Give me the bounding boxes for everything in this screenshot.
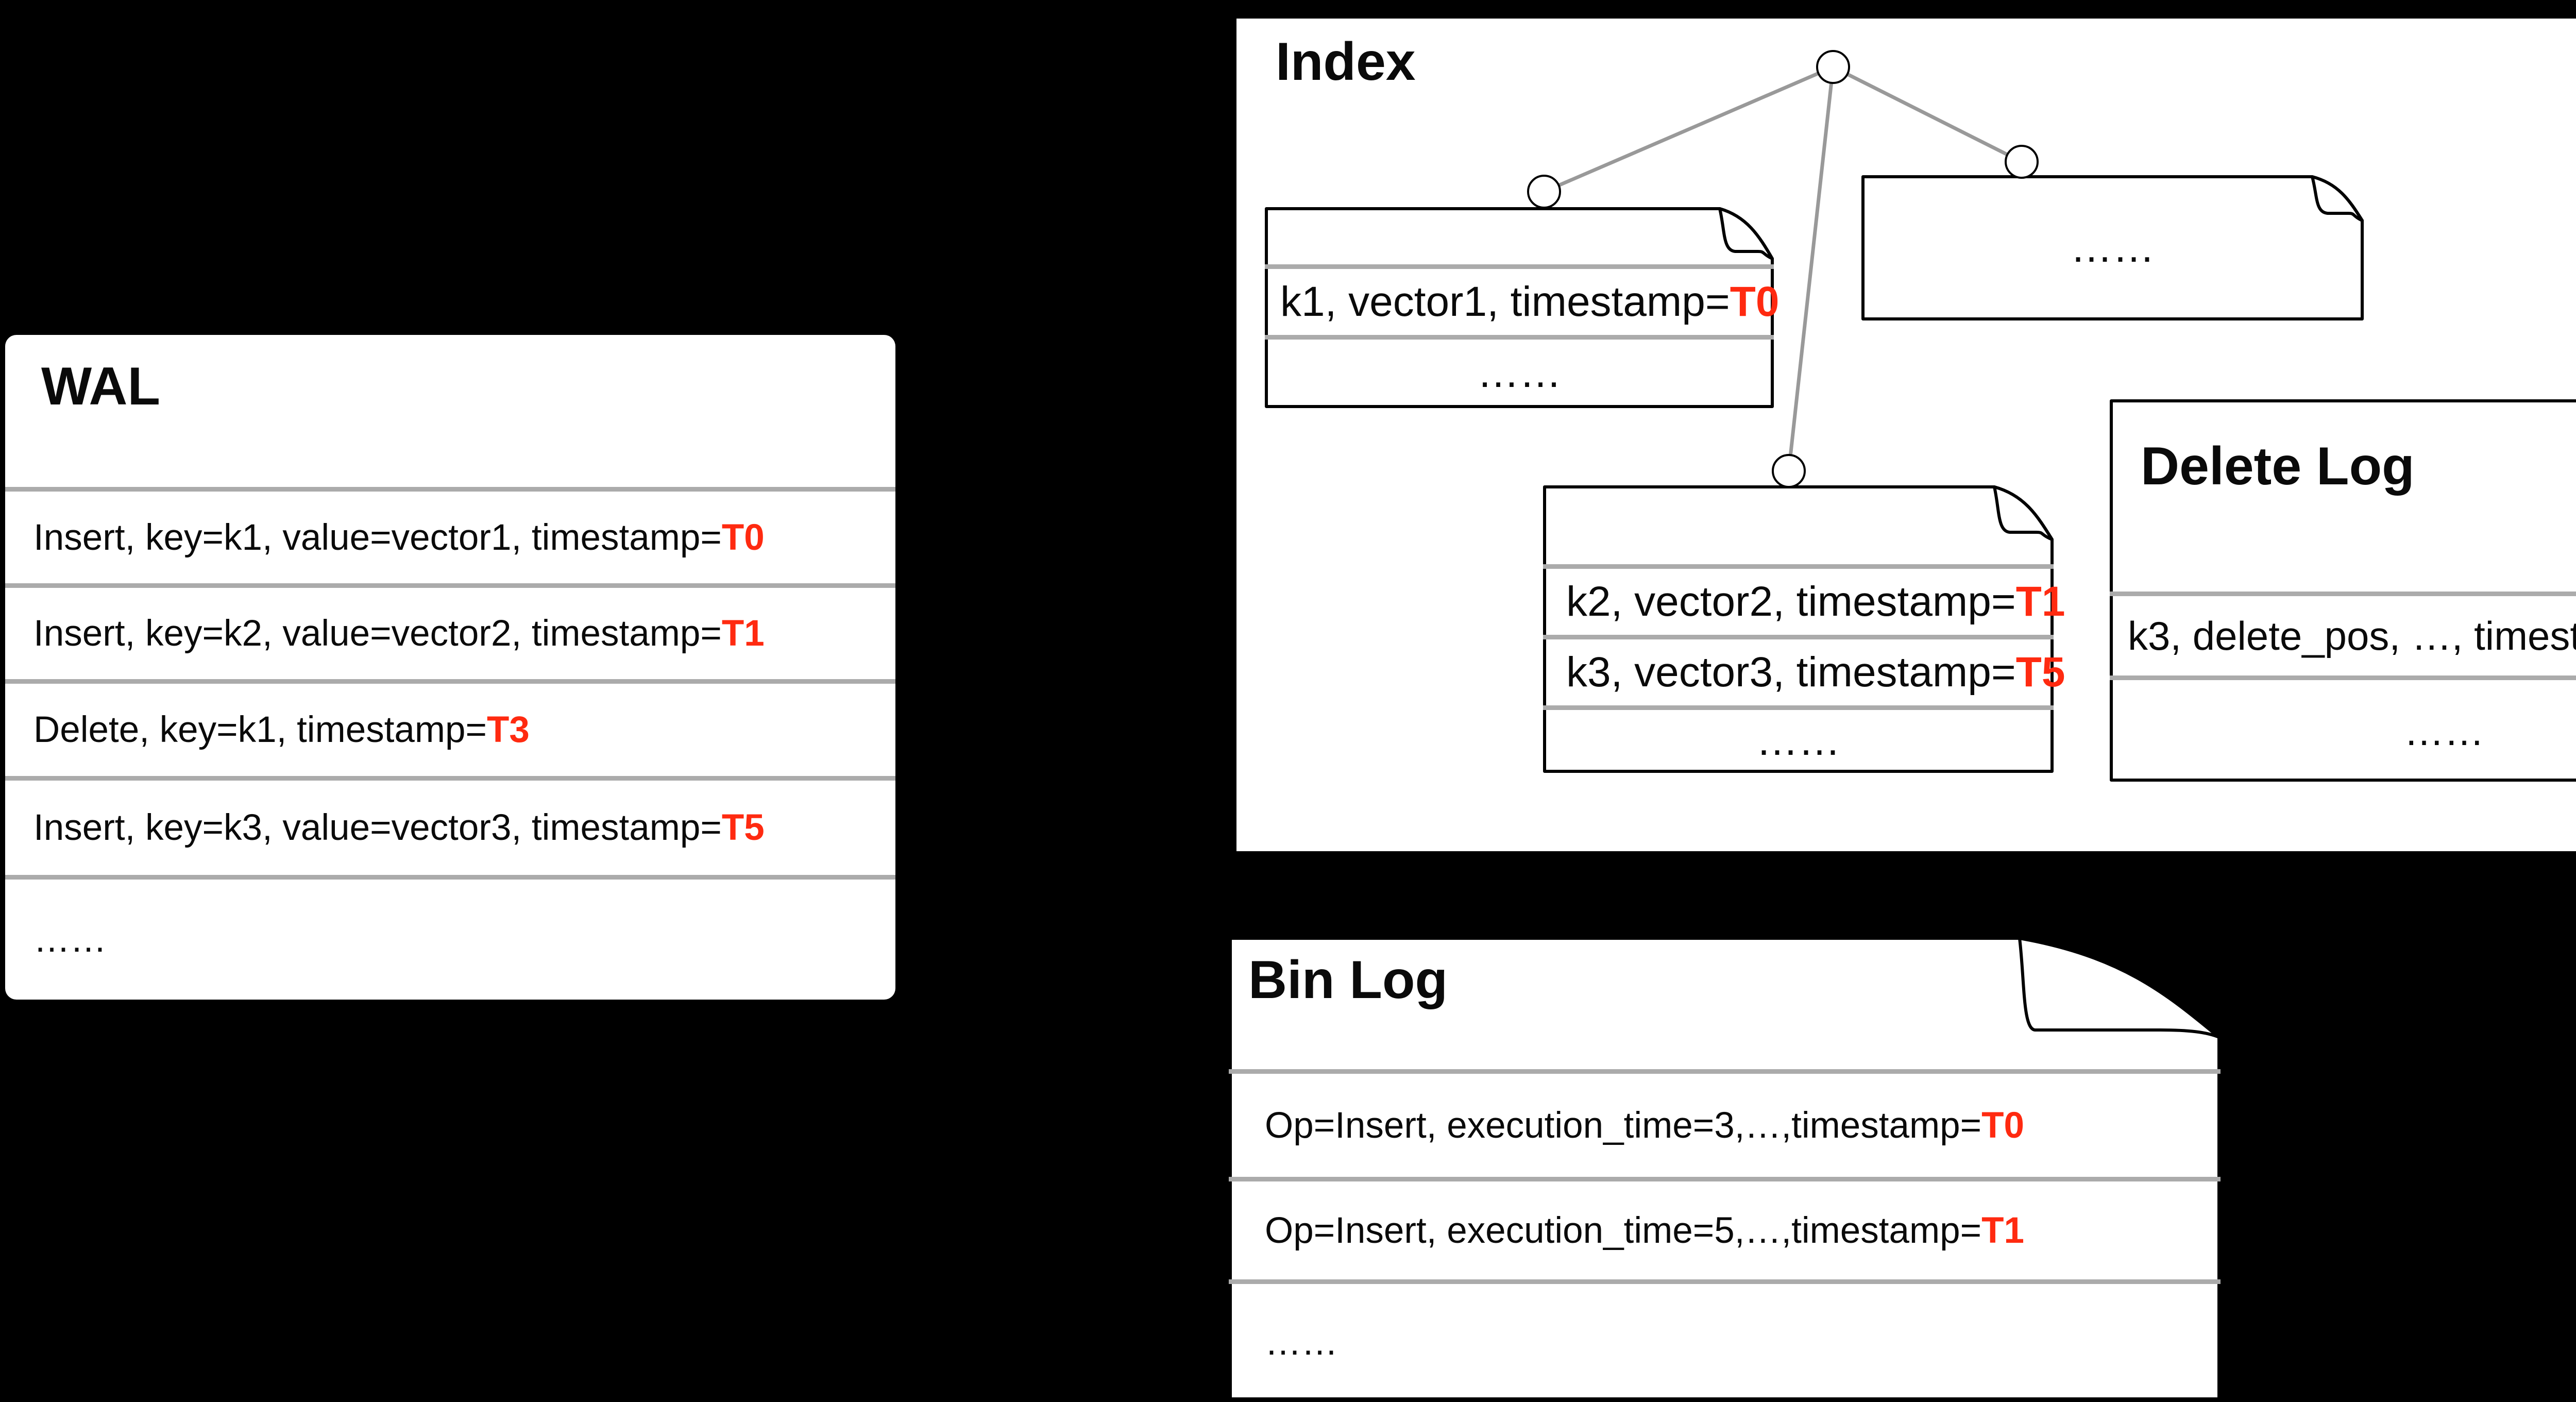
wal-row-text: Delete, key=k1, timestamp= xyxy=(33,710,487,750)
timestamp-value: T1 xyxy=(1981,1210,2024,1251)
page-fold-icon xyxy=(1543,485,2054,773)
page-row: Op=Insert, execution_time=3,…,timestamp=… xyxy=(1229,1074,2221,1177)
page-fold-icon xyxy=(1861,175,2364,320)
wal-row: Insert, key=k1, value=vector1, timestamp… xyxy=(5,492,895,583)
wal-row-text: Insert, key=k3, value=vector3, timestamp… xyxy=(33,807,722,848)
ellipsis-text: …… xyxy=(2404,708,2484,754)
ellipsis-text: …… xyxy=(1265,1322,1338,1363)
bin-log-page: Bin Log Op=Insert, execution_time=3,…,ti… xyxy=(1229,937,2221,1400)
ellipsis-text: …… xyxy=(1477,349,1562,396)
index-segment-page-1: k1, vector1, timestamp=T0 …… xyxy=(1265,207,1779,408)
wal-row-text: Insert, key=k2, value=vector2, timestamp… xyxy=(33,613,722,654)
wal-separator xyxy=(5,875,895,880)
index-segment-page-2: …… xyxy=(1861,175,2364,320)
timestamp-value: T0 xyxy=(721,517,765,558)
page-row: k1, vector1, timestamp=T0 xyxy=(1265,269,1779,335)
page-row-text: Op=Insert, execution_time=3,…,timestamp= xyxy=(1265,1105,1982,1146)
page-row-more: …… xyxy=(1265,340,1774,407)
page-row-more: …… xyxy=(2110,680,2576,782)
page-row-text: k1, vector1, timestamp= xyxy=(1280,278,1730,325)
page-row-text: k3, delete_pos, …, timestamp= xyxy=(2128,613,2576,658)
page-row-more: …… xyxy=(1543,710,2054,771)
page-fold-flap xyxy=(2018,937,2221,1039)
delete-log-page: Delete Log k3, delete_pos, …, timestamp=… xyxy=(2110,399,2576,782)
tree-node-middle xyxy=(1772,454,1806,488)
page-row: k2, vector2, timestamp=T1 xyxy=(1543,569,2065,635)
timestamp-value: T0 xyxy=(1730,278,1780,325)
wal-separator xyxy=(5,679,895,684)
page-separator xyxy=(1265,335,1774,340)
page-separator xyxy=(1543,705,2054,710)
tree-node-right xyxy=(2005,145,2039,179)
page-separator xyxy=(2110,675,2576,680)
page-separator xyxy=(1229,1279,2221,1284)
tree-node-left xyxy=(1527,175,1561,209)
timestamp-value: T1 xyxy=(2015,578,2065,625)
page-row-text: k2, vector2, timestamp= xyxy=(1566,578,2016,625)
tree-node-root xyxy=(1816,50,1850,84)
timestamp-value: T3 xyxy=(487,710,530,750)
page-fold-flap xyxy=(1718,207,1774,260)
page-body xyxy=(2110,399,2576,782)
page-row: k3, vector3, timestamp=T5 xyxy=(1543,639,2065,705)
index-panel: Index k1, vector1, timestamp=T0 …… …… xyxy=(1232,14,2576,855)
timestamp-value: T5 xyxy=(2015,649,2065,696)
tree-edge xyxy=(1543,65,1834,194)
page-row: Op=Insert, execution_time=5,…,timestamp=… xyxy=(1229,1181,2221,1279)
ellipsis-text: …… xyxy=(33,919,107,960)
wal-row: Delete, key=k1, timestamp=T3 xyxy=(5,684,895,776)
tree-edge xyxy=(1832,65,2023,164)
bin-log-title: Bin Log xyxy=(1248,950,1448,1010)
wal-separator xyxy=(5,583,895,588)
page-separator xyxy=(1543,564,2054,569)
wal-row: Insert, key=k3, value=vector3, timestamp… xyxy=(5,781,895,875)
page-fold-icon xyxy=(1265,207,1774,408)
index-title: Index xyxy=(1276,32,1416,92)
timestamp-value: T0 xyxy=(1981,1105,2024,1146)
wal-table: WAL Insert, key=k1, value=vector1, times… xyxy=(5,335,895,1000)
page-row-more: …… xyxy=(1229,1284,2221,1400)
tree-edge xyxy=(1787,66,1835,471)
page-separator xyxy=(1543,635,2054,639)
ellipsis-text: …… xyxy=(1756,717,1841,764)
page-row-text: k3, vector3, timestamp= xyxy=(1566,649,2016,696)
wal-row: Insert, key=k2, value=vector2, timestamp… xyxy=(5,588,895,679)
timestamp-value: T5 xyxy=(721,807,765,848)
wal-row-more: …… xyxy=(5,880,895,1000)
timestamp-value: T1 xyxy=(721,613,765,654)
page-row-more: …… xyxy=(1861,175,2364,320)
page-row-text: Op=Insert, execution_time=5,…,timestamp= xyxy=(1265,1210,1982,1251)
page-fold-icon xyxy=(2110,399,2576,782)
page-separator xyxy=(2110,592,2576,596)
page-separator xyxy=(1229,1177,2221,1181)
index-segment-page-3: k2, vector2, timestamp=T1 k3, vector3, t… xyxy=(1543,485,2065,773)
wal-title: WAL xyxy=(41,357,161,416)
page-row: k3, delete_pos, …, timestamp=T3 xyxy=(2110,596,2576,675)
wal-separator xyxy=(5,487,895,492)
page-fold-flap xyxy=(1993,485,2054,541)
wal-separator xyxy=(5,776,895,781)
wal-row-text: Insert, key=k1, value=vector1, timestamp… xyxy=(33,517,722,558)
page-fold-flap xyxy=(2311,175,2364,222)
ellipsis-text: …… xyxy=(2070,224,2155,271)
page-separator xyxy=(1229,1069,2221,1074)
page-separator xyxy=(1265,264,1774,269)
delete-log-title: Delete Log xyxy=(2141,436,2415,496)
